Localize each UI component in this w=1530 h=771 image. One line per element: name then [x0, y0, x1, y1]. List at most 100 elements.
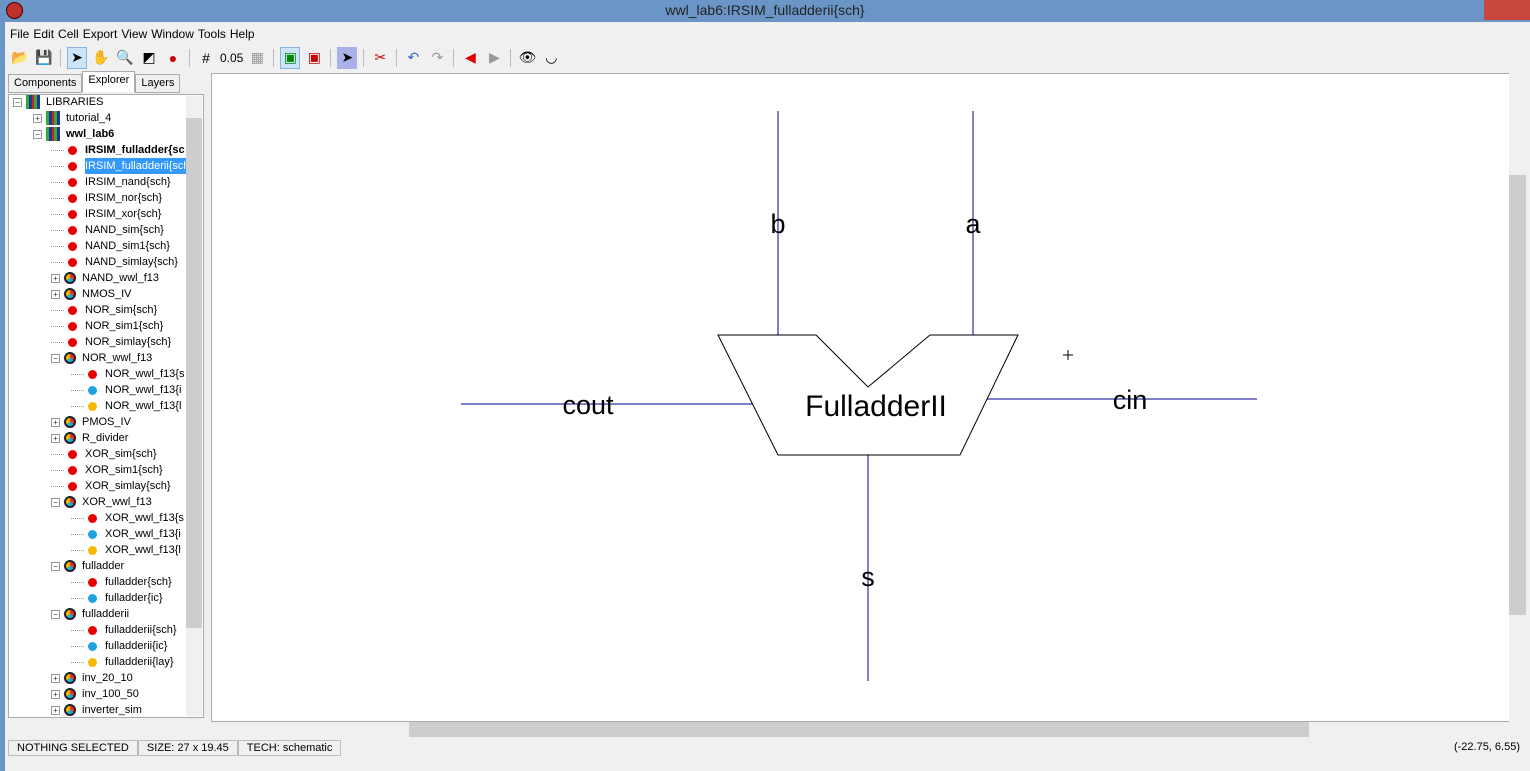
scroll-thumb[interactable] [1509, 175, 1526, 615]
save-icon[interactable]: 💾 [35, 49, 53, 65]
tree-item[interactable]: fulladderii{ic} [71, 638, 167, 654]
tools-icon[interactable]: ✂ [374, 49, 387, 65]
open-icon[interactable]: 📂 [11, 49, 29, 65]
tree-item[interactable]: fulladderii{sch} [71, 622, 177, 638]
undo-icon[interactable]: ↶ [407, 49, 420, 65]
fulladder-symbol[interactable] [717, 334, 1019, 456]
tree-item[interactable]: XOR_wwl_f13{s [71, 510, 184, 526]
tree-item[interactable]: −LIBRARIES [13, 95, 103, 110]
tree-item[interactable]: −fulladder [51, 558, 124, 574]
status-bar: NOTHING SELECTED SIZE: 27 x 19.45 TECH: … [8, 740, 1528, 756]
grid-fine-icon[interactable]: ▦ [250, 49, 264, 65]
eye-open-icon[interactable]: 👁 [518, 49, 537, 65]
tree-item[interactable]: −wwl_lab6 [33, 126, 114, 142]
tree-item[interactable]: +tutorial_4 [33, 110, 111, 126]
menu-edit[interactable]: Edit [33, 27, 55, 41]
tree-item[interactable]: −fulladderii [51, 606, 129, 622]
tree-item[interactable]: NOR_sim1{sch} [51, 318, 163, 334]
tree-item[interactable]: +inv_20_10 [51, 670, 133, 686]
back-arrow-icon[interactable]: ◀ [464, 49, 476, 65]
tree-item[interactable]: +inverter_sim [51, 702, 142, 717]
cell-view-icon [88, 545, 97, 555]
tree-item[interactable]: NOR_wwl_f13{s [71, 366, 184, 382]
tree-item[interactable]: IRSIM_fulladderii{sch [51, 158, 190, 174]
expand-toggle-icon[interactable]: + [33, 113, 42, 123]
menu-tools[interactable]: Tools [197, 27, 226, 41]
expand-toggle-icon[interactable]: − [51, 497, 60, 507]
tree-item[interactable]: NAND_sim{sch} [51, 222, 164, 238]
scroll-thumb[interactable] [186, 118, 202, 628]
tab-layers[interactable]: Layers [135, 74, 181, 93]
tab-explorer[interactable]: Explorer [82, 71, 136, 92]
tree-item[interactable]: fulladderii{lay} [71, 654, 174, 670]
expand-toggle-icon[interactable]: − [51, 353, 60, 363]
app-icon [6, 2, 23, 19]
tree-item[interactable]: −NOR_wwl_f13 [51, 350, 152, 366]
expand-toggle-icon[interactable]: − [51, 561, 60, 571]
select-objects-icon[interactable]: ➤ [337, 46, 358, 69]
tree-item[interactable]: XOR_wwl_f13{l [71, 542, 181, 558]
tree-item[interactable]: IRSIM_fulladder{sc [51, 142, 185, 158]
full-arc-icon[interactable]: ▣ [280, 46, 301, 69]
tree-item[interactable]: XOR_sim{sch} [51, 446, 157, 462]
tree-item[interactable]: +inv_100_50 [51, 686, 139, 702]
expand-toggle-icon[interactable]: − [33, 129, 42, 139]
menu-export[interactable]: Export [82, 27, 118, 41]
menu-cell[interactable]: Cell [58, 27, 79, 41]
measure-icon[interactable]: ● [168, 49, 178, 66]
tree-item[interactable]: XOR_simlay{sch} [51, 478, 171, 494]
tree-item[interactable]: −XOR_wwl_f13 [51, 494, 152, 510]
canvas-horizontal-scrollbar[interactable] [211, 722, 1515, 737]
tree-item[interactable]: NOR_wwl_f13{i [71, 382, 181, 398]
expand-toggle-icon[interactable]: + [51, 433, 60, 443]
expand-toggle-icon[interactable]: + [51, 705, 60, 715]
scroll-thumb[interactable] [409, 722, 1309, 737]
tree-item[interactable]: +NMOS_IV [51, 286, 132, 302]
tree-item[interactable]: NAND_sim1{sch} [51, 238, 170, 254]
tree-item[interactable]: IRSIM_xor{sch} [51, 206, 161, 222]
close-button[interactable] [1484, 0, 1530, 20]
grid-icon[interactable]: # [202, 49, 210, 66]
tree-item[interactable]: +R_divider [51, 430, 128, 446]
tree-item[interactable]: fulladder{sch} [71, 574, 172, 590]
tab-components[interactable]: Components [8, 74, 83, 93]
expand-toggle-icon[interactable]: − [51, 609, 60, 619]
canvas-vertical-scrollbar[interactable] [1509, 73, 1526, 722]
tree-item[interactable]: +PMOS_IV [51, 414, 131, 430]
tree-item[interactable]: NOR_simlay{sch} [51, 334, 171, 350]
tree-item-label: NAND_wwl_f13 [82, 272, 160, 284]
tree-item[interactable]: NAND_simlay{sch} [51, 254, 178, 270]
menu-view[interactable]: View [121, 27, 148, 41]
expand-toggle-icon[interactable]: + [51, 273, 60, 283]
eye-closed-icon[interactable]: ◡ [545, 49, 558, 65]
cell-group-icon [64, 416, 76, 428]
tree-connector [71, 597, 84, 599]
menu-window[interactable]: Window [151, 27, 194, 41]
tree-item[interactable]: IRSIM_nand{sch} [51, 174, 171, 190]
outline-edit-icon[interactable]: ◩ [142, 49, 156, 65]
cell-view-icon [68, 337, 77, 347]
expand-toggle-icon[interactable]: + [51, 417, 60, 427]
tree-item[interactable]: IRSIM_nor{sch} [51, 190, 162, 206]
expand-toggle-icon[interactable]: + [51, 673, 60, 683]
expand-toggle-icon[interactable]: − [13, 97, 22, 107]
tree-item[interactable]: NOR_sim{sch} [51, 302, 157, 318]
tree-item[interactable]: + NAND_wwl_f13 [51, 270, 159, 286]
tree-item[interactable]: NOR_wwl_f13{l [71, 398, 181, 414]
half-arc-icon[interactable]: ▣ [307, 49, 321, 65]
menu-help[interactable]: Help [229, 27, 255, 41]
forward-arrow-icon[interactable]: ▶ [488, 49, 500, 65]
tree-item[interactable]: XOR_wwl_f13{i [71, 526, 181, 542]
zoom-icon[interactable]: 🔍 [116, 49, 134, 65]
expand-toggle-icon[interactable]: + [51, 289, 60, 299]
redo-icon[interactable]: ↷ [431, 49, 444, 65]
menu-file[interactable]: File [10, 27, 30, 41]
tree-item-label: NAND_sim1{sch} [85, 240, 170, 252]
select-arrow-icon[interactable]: ➤ [67, 46, 87, 69]
pan-hand-icon[interactable]: ✋ [92, 49, 110, 65]
tree-item[interactable]: fulladder{ic} [71, 590, 163, 606]
tree-item[interactable]: XOR_sim1{sch} [51, 462, 163, 478]
expand-toggle-icon[interactable]: + [51, 689, 60, 699]
tree-item-label: fulladderii{sch} [105, 624, 177, 636]
tree-vertical-scrollbar[interactable] [186, 96, 202, 716]
